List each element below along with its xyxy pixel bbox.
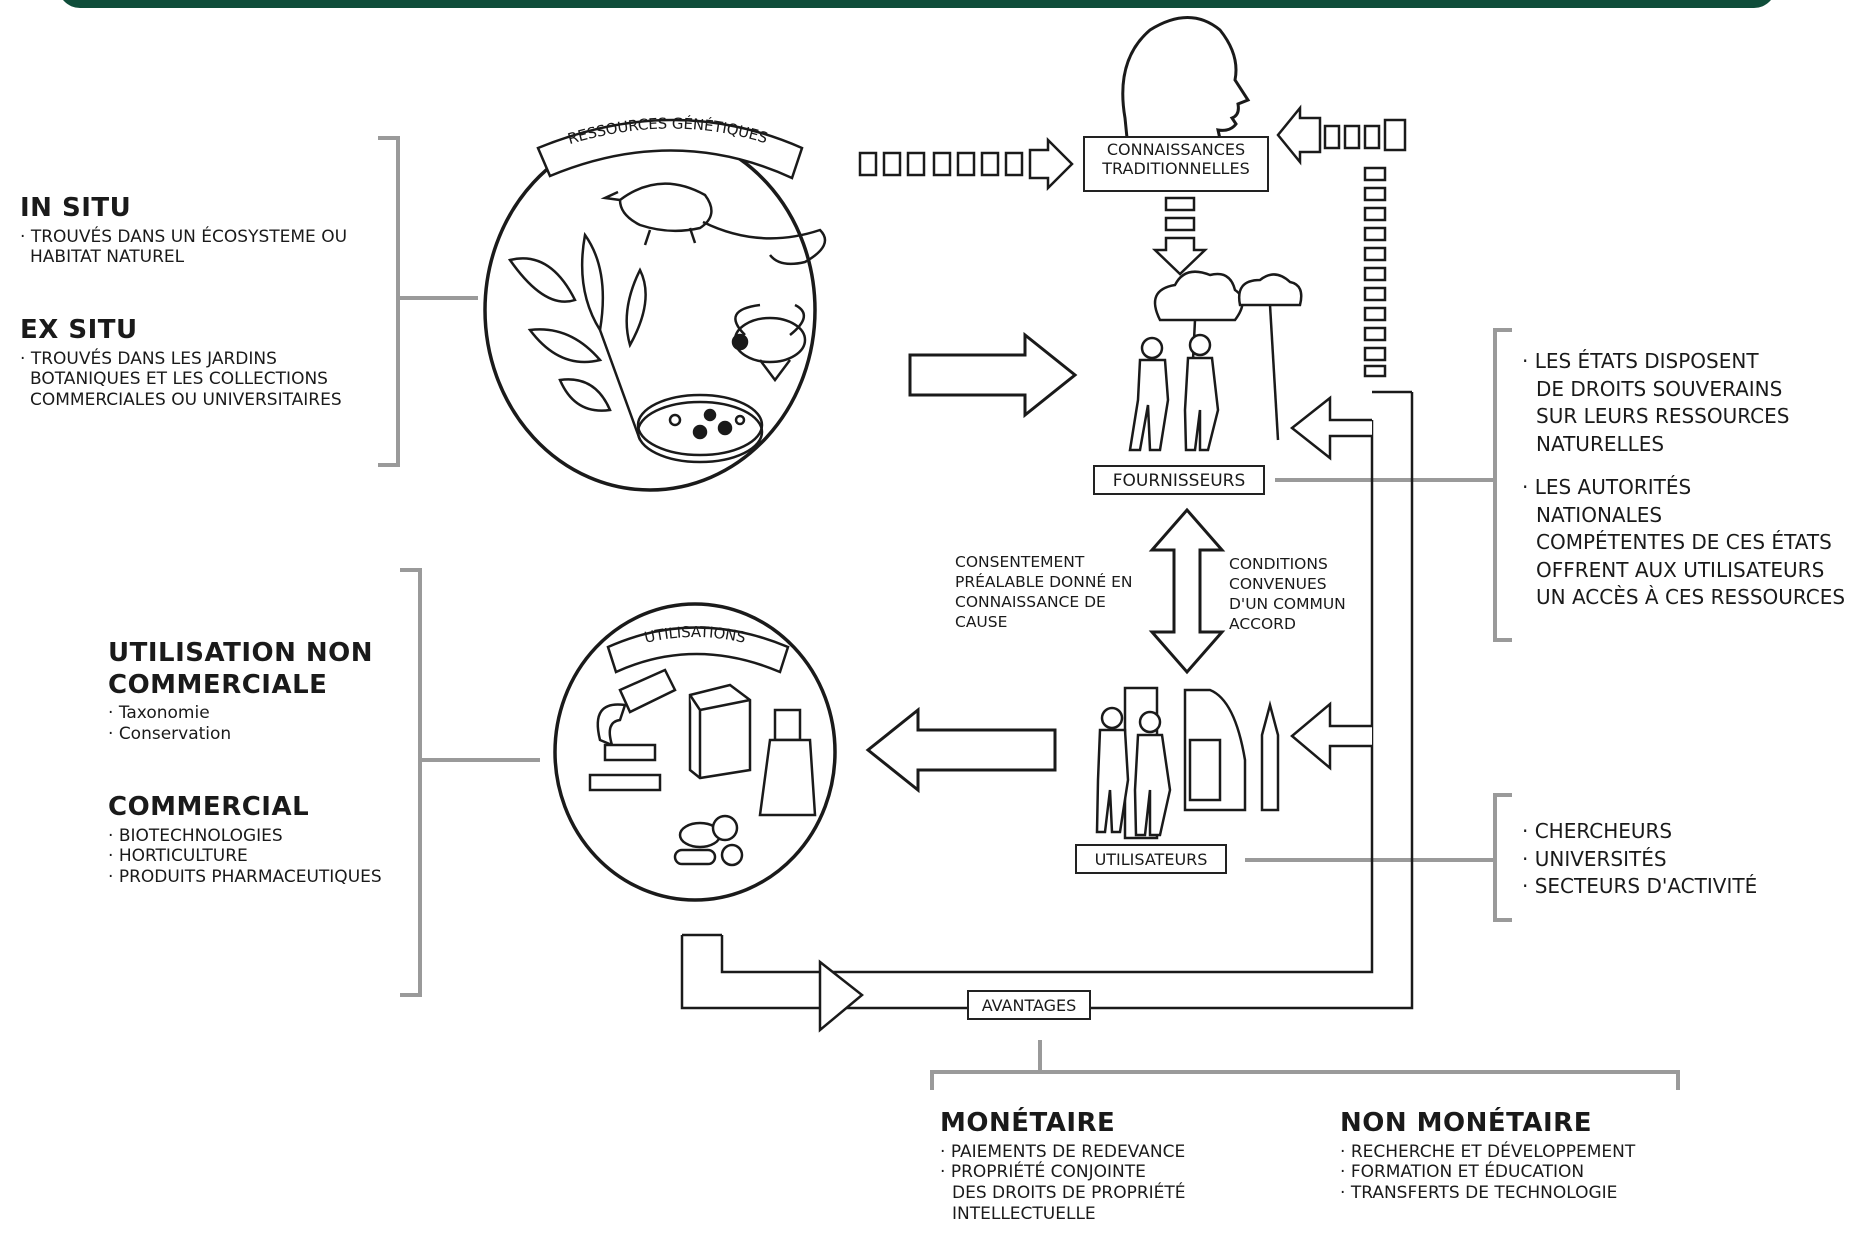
rat-icon <box>600 182 827 266</box>
commercial-item: PRODUITS PHARMACEUTIQUES <box>108 867 382 888</box>
in-situ-line-1: · TROUVÉS DANS UN ÉCOSYSTEME OU <box>20 226 348 247</box>
monetary-heading: MONÉTAIRE <box>940 1108 1116 1138</box>
users-box: UTILISATEURS <box>1075 844 1227 874</box>
arrow-resources-to-providers <box>908 331 1078 419</box>
double-arrow-consent <box>1148 507 1226 675</box>
in-situ-heading: IN SITU <box>20 193 132 223</box>
traditional-knowledge-box: CONNAISSANCES TRADITIONNELLES <box>1083 136 1269 192</box>
head-silhouette-icon <box>1121 16 1251 150</box>
utilisations-ribbon: UTILISATIONS <box>606 623 790 674</box>
users-illustration <box>1095 686 1280 840</box>
dashed-arrow-knowledge-to-providers <box>1151 196 1209 276</box>
non-commercial-item: Taxonomie <box>108 703 373 724</box>
dashed-arrow-resources-to-knowledge <box>858 136 1074 192</box>
user-type-item: SECTEURS D'ACTIVITÉ <box>1522 873 1757 901</box>
non-commercial-block: UTILISATION NON COMMERCIALE Taxonomie Co… <box>108 638 373 745</box>
utilisations-circle <box>553 602 837 902</box>
national-authorities-text: · LES AUTORITÉS NATIONALES COMPÉTENTES D… <box>1522 475 1846 610</box>
commercial-item: BIOTECHNOLOGIES <box>108 826 382 847</box>
benefits-box: AVANTAGES <box>967 990 1091 1020</box>
top-banner <box>58 0 1776 8</box>
user-type-item: CHERCHEURS <box>1522 818 1757 846</box>
pills-icon <box>673 814 744 867</box>
ex-situ-heading: EX SITU <box>20 315 138 345</box>
bee-icon <box>731 303 807 383</box>
non-monetary-block: NON MONÉTAIRE RECHERCHE ET DÉVELOPPEMENT… <box>1340 1108 1635 1204</box>
ex-situ-line-1: · TROUVÉS DANS LES JARDINS <box>20 348 277 369</box>
traditional-knowledge-line-2: TRADITIONNELLES <box>1102 159 1250 179</box>
user-type-item: UNIVERSITÉS <box>1522 846 1757 874</box>
petri-dish-icon <box>636 393 764 464</box>
dashed-arrow-benefits-to-knowledge <box>1276 104 1407 378</box>
providers-illustration <box>1128 270 1303 452</box>
in-situ-block: IN SITU · TROUVÉS DANS UN ÉCOSYSTEME OU … <box>20 193 347 268</box>
svg-text:UTILISATIONS: UTILISATIONS <box>643 623 748 647</box>
traditional-knowledge-line-1: CONNAISSANCES <box>1106 140 1246 159</box>
ex-situ-line-2: BOTANIQUES ET LES COLLECTIONS <box>30 369 328 390</box>
utilisations-label: UTILISATIONS <box>643 623 748 647</box>
non-commercial-heading-2: COMMERCIALE <box>108 669 328 700</box>
in-situ-line-2: HABITAT NATUREL <box>30 247 185 268</box>
non-monetary-heading: NON MONÉTAIRE <box>1340 1108 1592 1138</box>
genetic-resources-ribbon: RESSOURCES GÉNÉTIQUES <box>536 114 804 180</box>
states-rights-text: · LES ÉTATS DISPOSENT DE DROITS SOUVERAI… <box>1522 349 1790 456</box>
arrow-users-to-utilisations <box>865 706 1057 794</box>
milk-carton-icon <box>688 683 752 780</box>
spray-bottle-icon <box>758 708 817 817</box>
grey-brackets <box>378 136 1680 1090</box>
ex-situ-line-3: COMMERCIALES OU UNIVERSITAIRES <box>30 390 342 411</box>
non-commercial-item: Conservation <box>108 724 373 745</box>
user-types-list: CHERCHEURS UNIVERSITÉS SECTEURS D'ACTIVI… <box>1522 818 1757 901</box>
non-commercial-heading-1: UTILISATION NON <box>108 638 374 668</box>
ex-situ-block: EX SITU · TROUVÉS DANS LES JARDINS BOTAN… <box>20 315 342 411</box>
microscope-icon <box>588 668 677 792</box>
monetary-block: MONÉTAIRE · PAIEMENTS DE REDEVANCE · PRO… <box>940 1108 1186 1224</box>
leaves-icon <box>507 231 647 441</box>
commercial-heading: COMMERCIAL <box>108 792 310 822</box>
providers-box: FOURNISSEURS <box>1093 465 1265 495</box>
commercial-item: HORTICULTURE <box>108 846 382 867</box>
commercial-block: COMMERCIAL BIOTECHNOLOGIES HORTICULTURE … <box>108 792 382 888</box>
